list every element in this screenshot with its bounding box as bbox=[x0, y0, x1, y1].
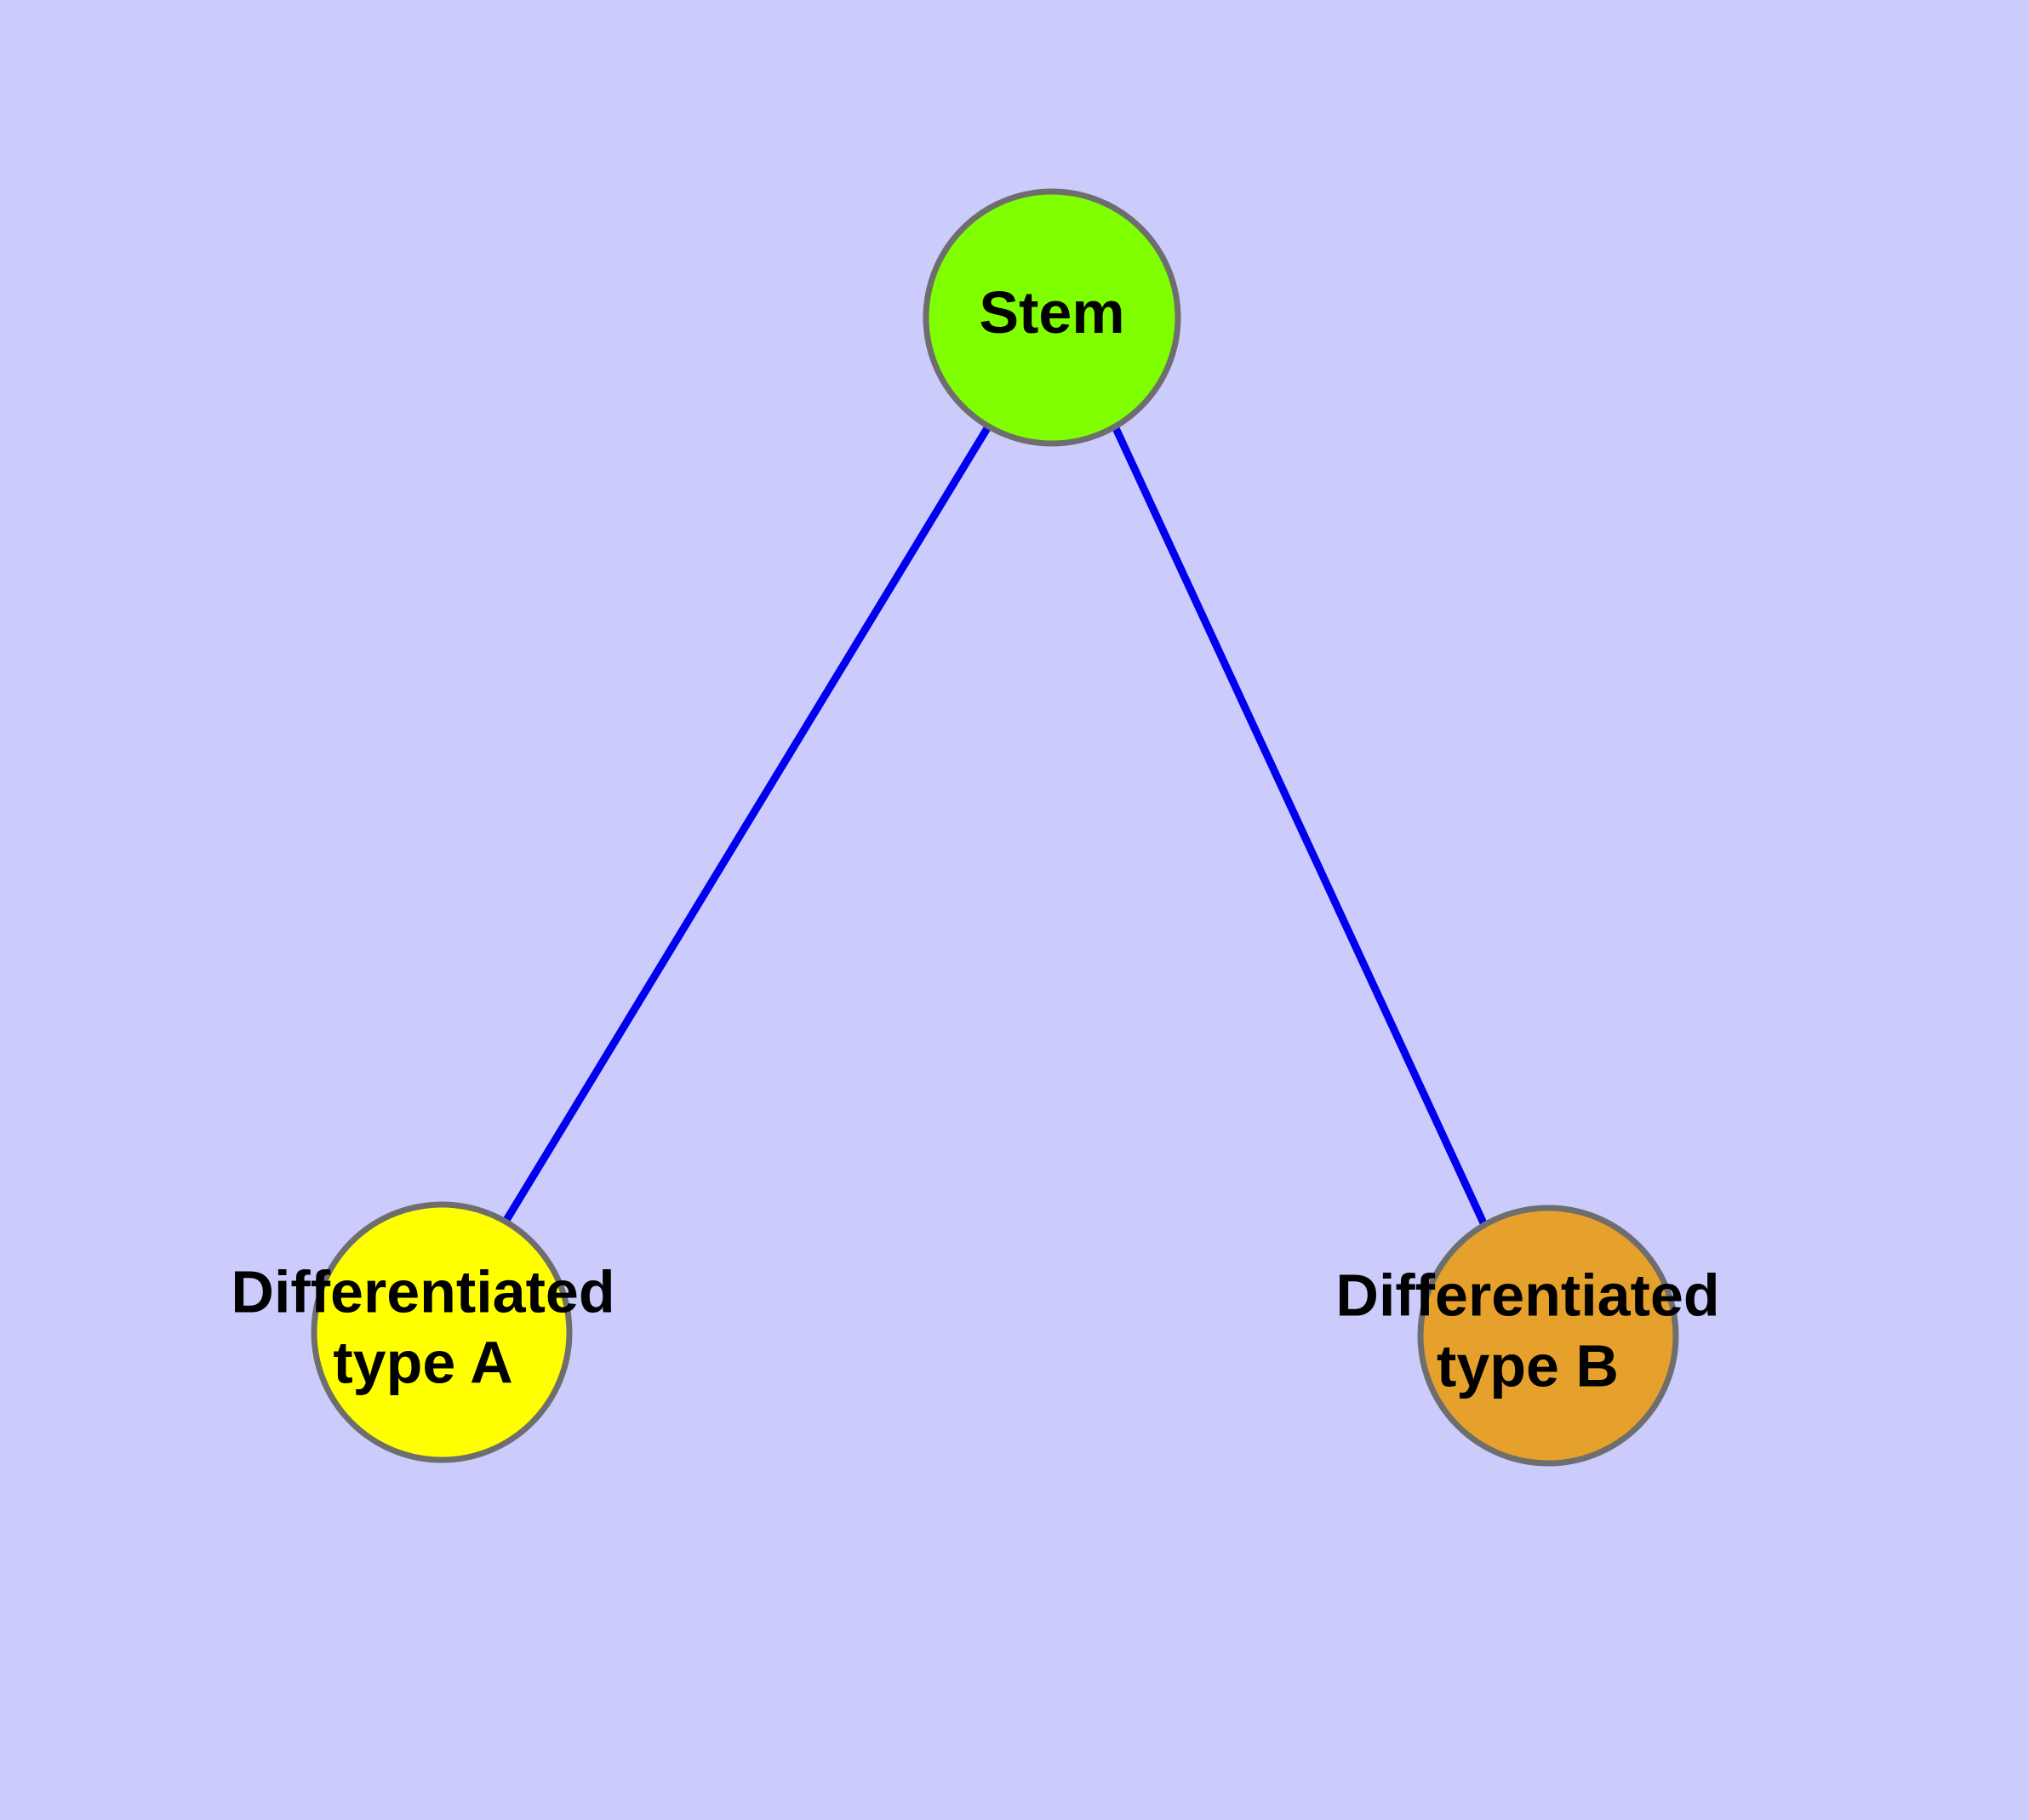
graph-edge-stem-to-diff-a[interactable] bbox=[502, 426, 991, 1224]
graph-node-label-line: type B bbox=[1437, 1333, 1619, 1399]
graph-node-diff-b[interactable] bbox=[1417, 1205, 1679, 1467]
graph-node-label-line: Differentiated bbox=[231, 1259, 614, 1325]
graph-node-label-line: type A bbox=[333, 1330, 512, 1396]
nodes-layer bbox=[311, 188, 1679, 1467]
graph-node-label-stem: Stem bbox=[979, 279, 1124, 346]
graph-node-label-line: Stem bbox=[979, 279, 1124, 346]
edges-layer bbox=[502, 426, 1489, 1228]
graph-node-stem[interactable] bbox=[923, 188, 1181, 447]
graph-node-diff-a[interactable] bbox=[311, 1201, 573, 1463]
graph-node-label-line: Differentiated bbox=[1335, 1262, 1719, 1329]
graph-edge-stem-to-diff-b[interactable] bbox=[1112, 426, 1489, 1228]
